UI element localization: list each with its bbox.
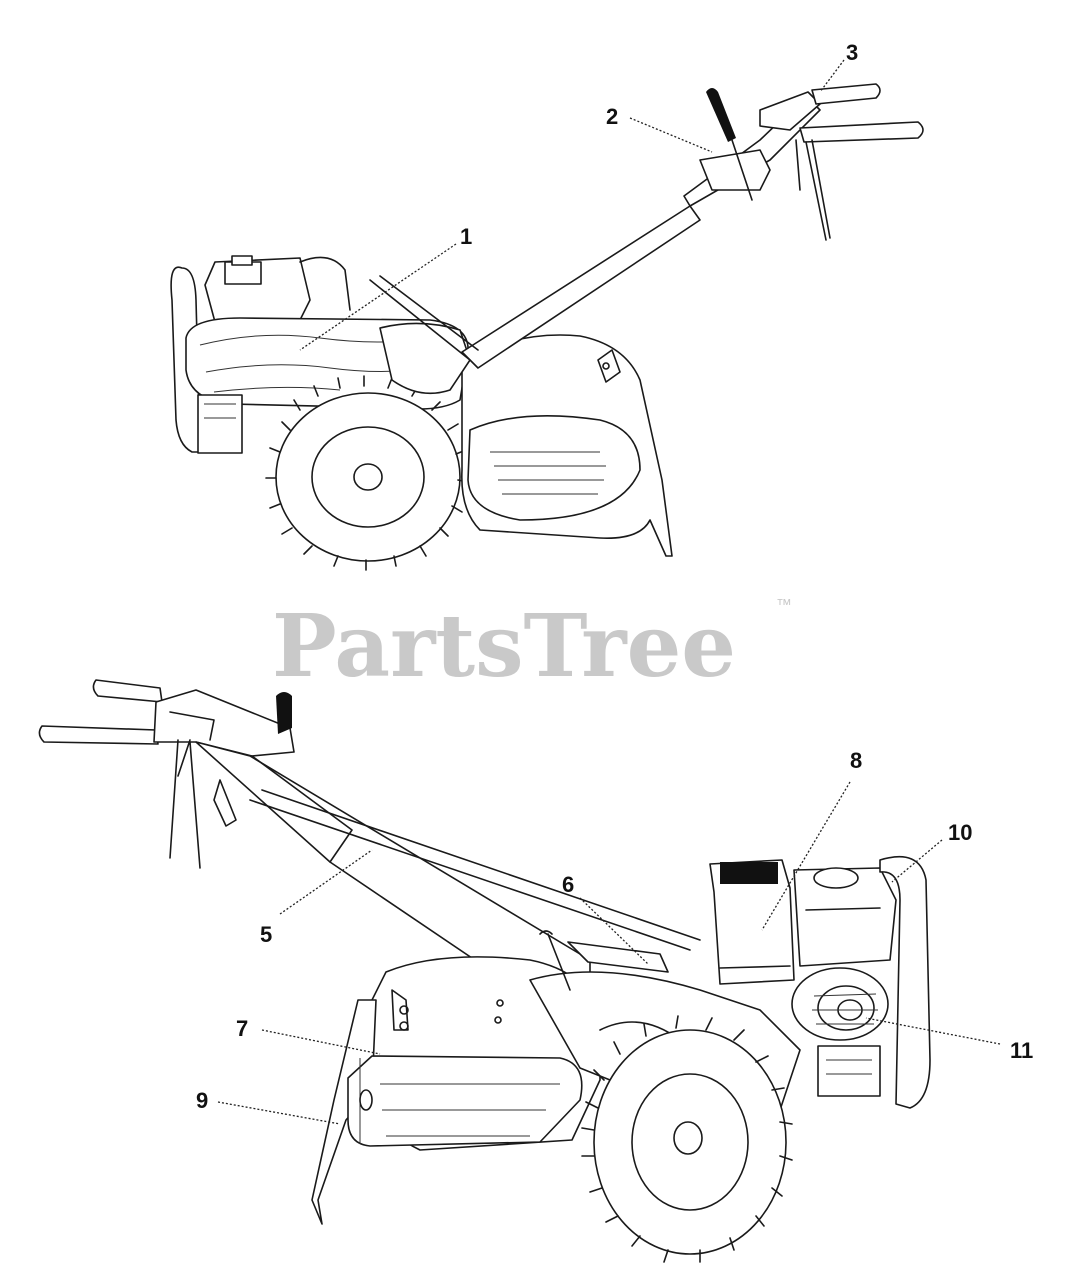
callout-7: 7 <box>236 1016 248 1041</box>
callouts: 1 2 3 5 6 7 8 9 10 11 <box>196 40 1033 1113</box>
callout-2: 2 <box>606 104 618 129</box>
partstree-watermark: PartsTree ™ <box>272 596 792 697</box>
callout-11: 11 <box>1010 1038 1033 1063</box>
callout-8: 8 <box>850 748 862 773</box>
tiller-top-view <box>170 83 924 571</box>
callout-5: 5 <box>260 922 272 947</box>
callout-9: 9 <box>196 1088 208 1113</box>
watermark-trademark: ™ <box>776 597 792 614</box>
callout-3: 3 <box>846 40 858 65</box>
tiller-bottom-view <box>38 679 931 1263</box>
callout-1: 1 <box>460 224 472 249</box>
watermark-brand: PartsTree <box>272 596 736 697</box>
callout-6: 6 <box>562 872 574 897</box>
callout-10: 10 <box>948 820 972 845</box>
callout-leaders <box>217 59 1001 1125</box>
